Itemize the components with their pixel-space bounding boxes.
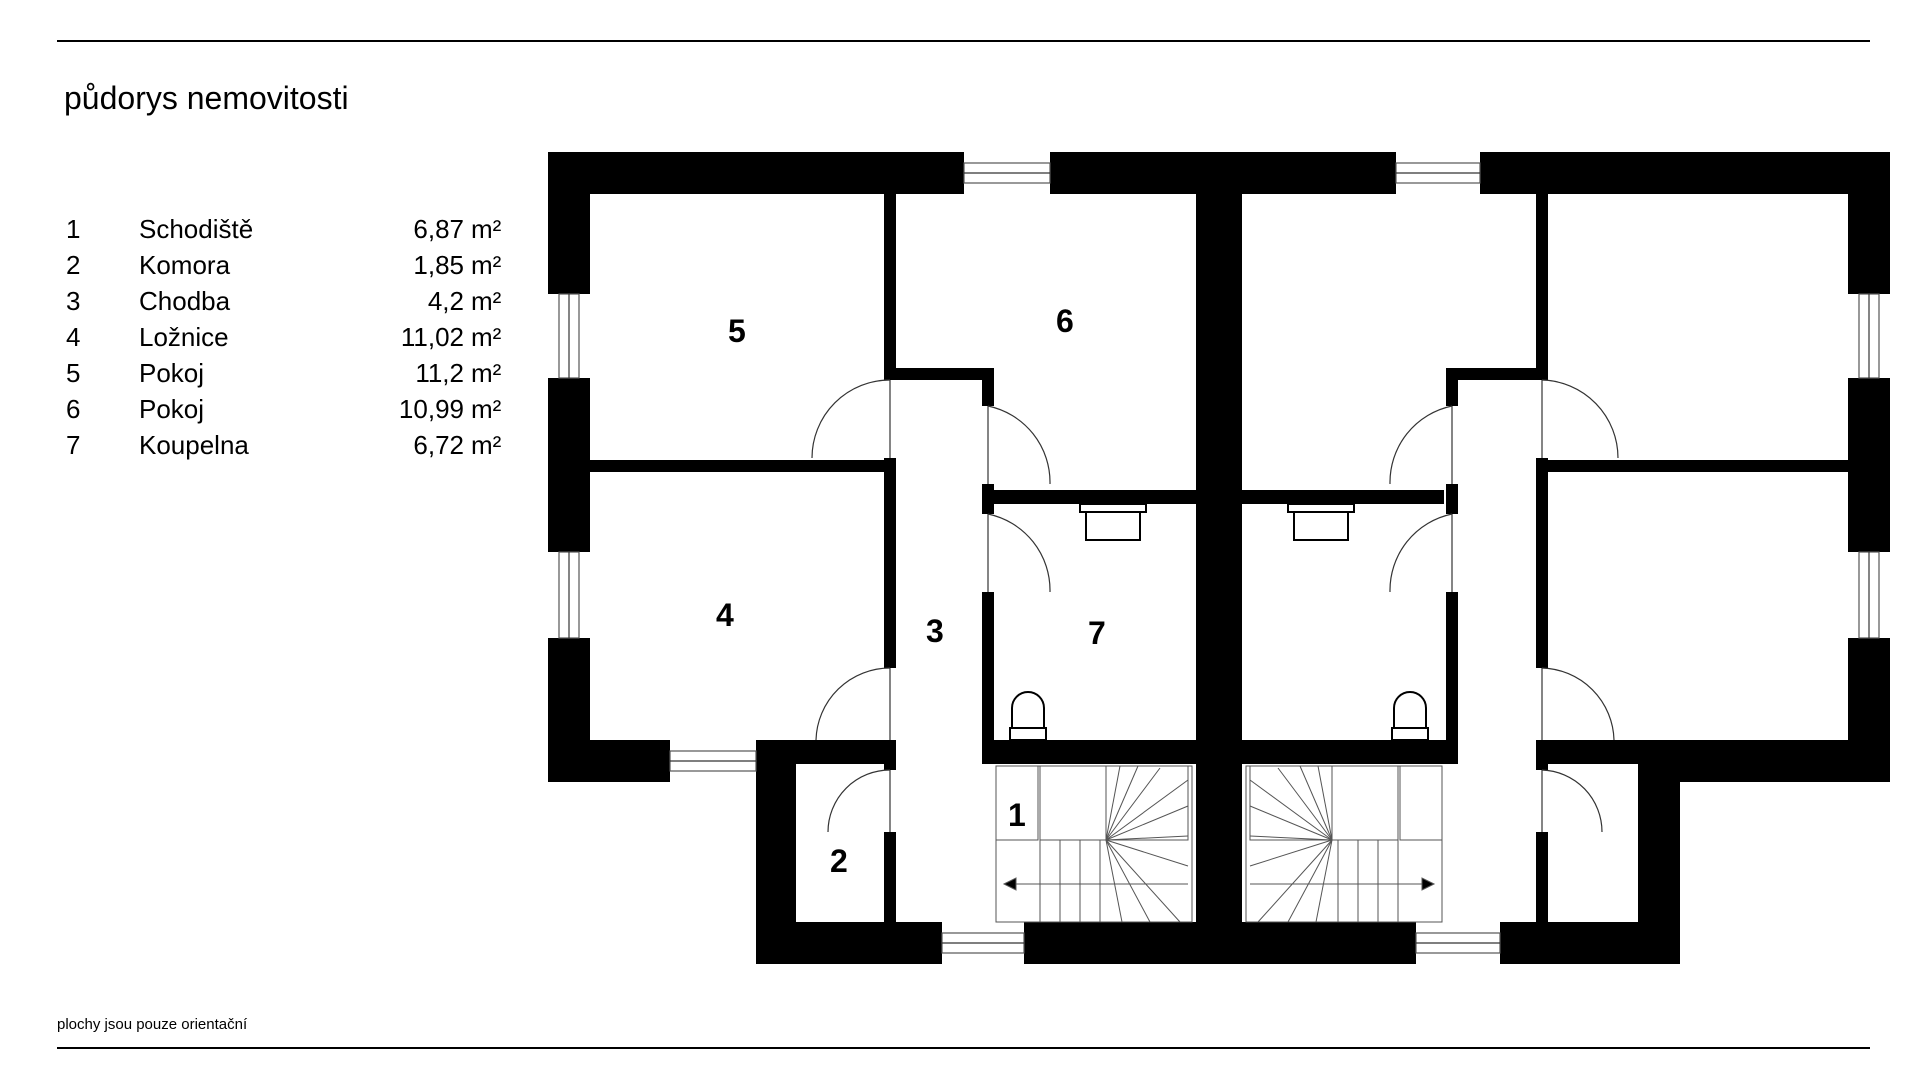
page-title: půdorys nemovitosti bbox=[64, 80, 349, 116]
legend-row: 6 Pokoj 10,99 m² bbox=[66, 394, 526, 430]
legend-room-name: Pokoj bbox=[139, 394, 205, 424]
legend-area: 4,2 bbox=[427, 286, 464, 316]
room-label-6: 6 bbox=[1056, 303, 1074, 339]
top-rule bbox=[57, 40, 1870, 42]
legend-unit: m² bbox=[471, 394, 502, 424]
legend-room-name: Chodba bbox=[139, 286, 231, 316]
staircase-right bbox=[1245, 765, 1443, 923]
room-label-3: 3 bbox=[926, 613, 944, 649]
windows bbox=[558, 162, 1880, 954]
door-swings bbox=[811, 379, 1619, 833]
legend-row: 4 Ložnice 11,02 m² bbox=[66, 322, 526, 358]
legend-room-name: Schodiště bbox=[139, 214, 254, 244]
legend-row: 7 Koupelna 6,72 m² bbox=[66, 430, 526, 466]
legend-row: 5 Pokoj 11,2 m² bbox=[66, 358, 526, 394]
toilet-left bbox=[1009, 691, 1047, 741]
room-label-2: 2 bbox=[830, 843, 848, 879]
legend-area: 6,72 bbox=[413, 430, 464, 460]
legend-area: 6,87 bbox=[413, 214, 464, 244]
legend-unit: m² bbox=[471, 214, 502, 244]
legend-unit: m² bbox=[471, 322, 502, 352]
legend-number: 5 bbox=[66, 358, 81, 388]
legend-row: 1 Schodiště 6,87 m² bbox=[66, 214, 526, 250]
sink-right bbox=[1287, 503, 1355, 541]
legend-number: 6 bbox=[66, 394, 81, 424]
staircase-left bbox=[995, 765, 1193, 923]
room-label-5: 5 bbox=[728, 313, 746, 349]
legend-number: 2 bbox=[66, 250, 81, 280]
legend-unit: m² bbox=[471, 430, 502, 460]
legend-number: 3 bbox=[66, 286, 81, 316]
legend-room-name: Komora bbox=[139, 250, 231, 280]
legend-number: 7 bbox=[66, 430, 81, 460]
room-legend: 1 Schodiště 6,87 m² 2 Komora 1,85 m² 3 C… bbox=[66, 214, 526, 466]
exterior-walls bbox=[548, 152, 1890, 964]
sink-left bbox=[1079, 503, 1147, 541]
footnote: plochy jsou pouze orientační bbox=[57, 1016, 248, 1033]
room-label-7: 7 bbox=[1088, 615, 1106, 651]
legend-number: 4 bbox=[66, 322, 81, 352]
legend-unit: m² bbox=[471, 250, 502, 280]
legend-room-name: Pokoj bbox=[139, 358, 205, 388]
toilet-right bbox=[1391, 691, 1429, 741]
legend-room-name: Ložnice bbox=[139, 322, 229, 352]
legend-unit: m² bbox=[471, 358, 502, 388]
legend-number: 1 bbox=[66, 214, 81, 244]
legend-row: 3 Chodba 4,2 m² bbox=[66, 286, 526, 322]
interior-walls bbox=[586, 192, 1852, 932]
room-label-1: 1 bbox=[1008, 797, 1026, 833]
legend-area: 11,2 bbox=[415, 358, 464, 388]
legend-row: 2 Komora 1,85 m² bbox=[66, 250, 526, 286]
legend-room-name: Koupelna bbox=[139, 430, 249, 460]
room-label-4: 4 bbox=[716, 597, 734, 633]
legend-area: 10,99 bbox=[398, 394, 464, 424]
legend-area: 1,85 bbox=[413, 250, 464, 280]
legend-unit: m² bbox=[471, 286, 502, 316]
legend-area: 11,02 bbox=[400, 322, 464, 352]
bottom-rule bbox=[57, 1047, 1870, 1049]
